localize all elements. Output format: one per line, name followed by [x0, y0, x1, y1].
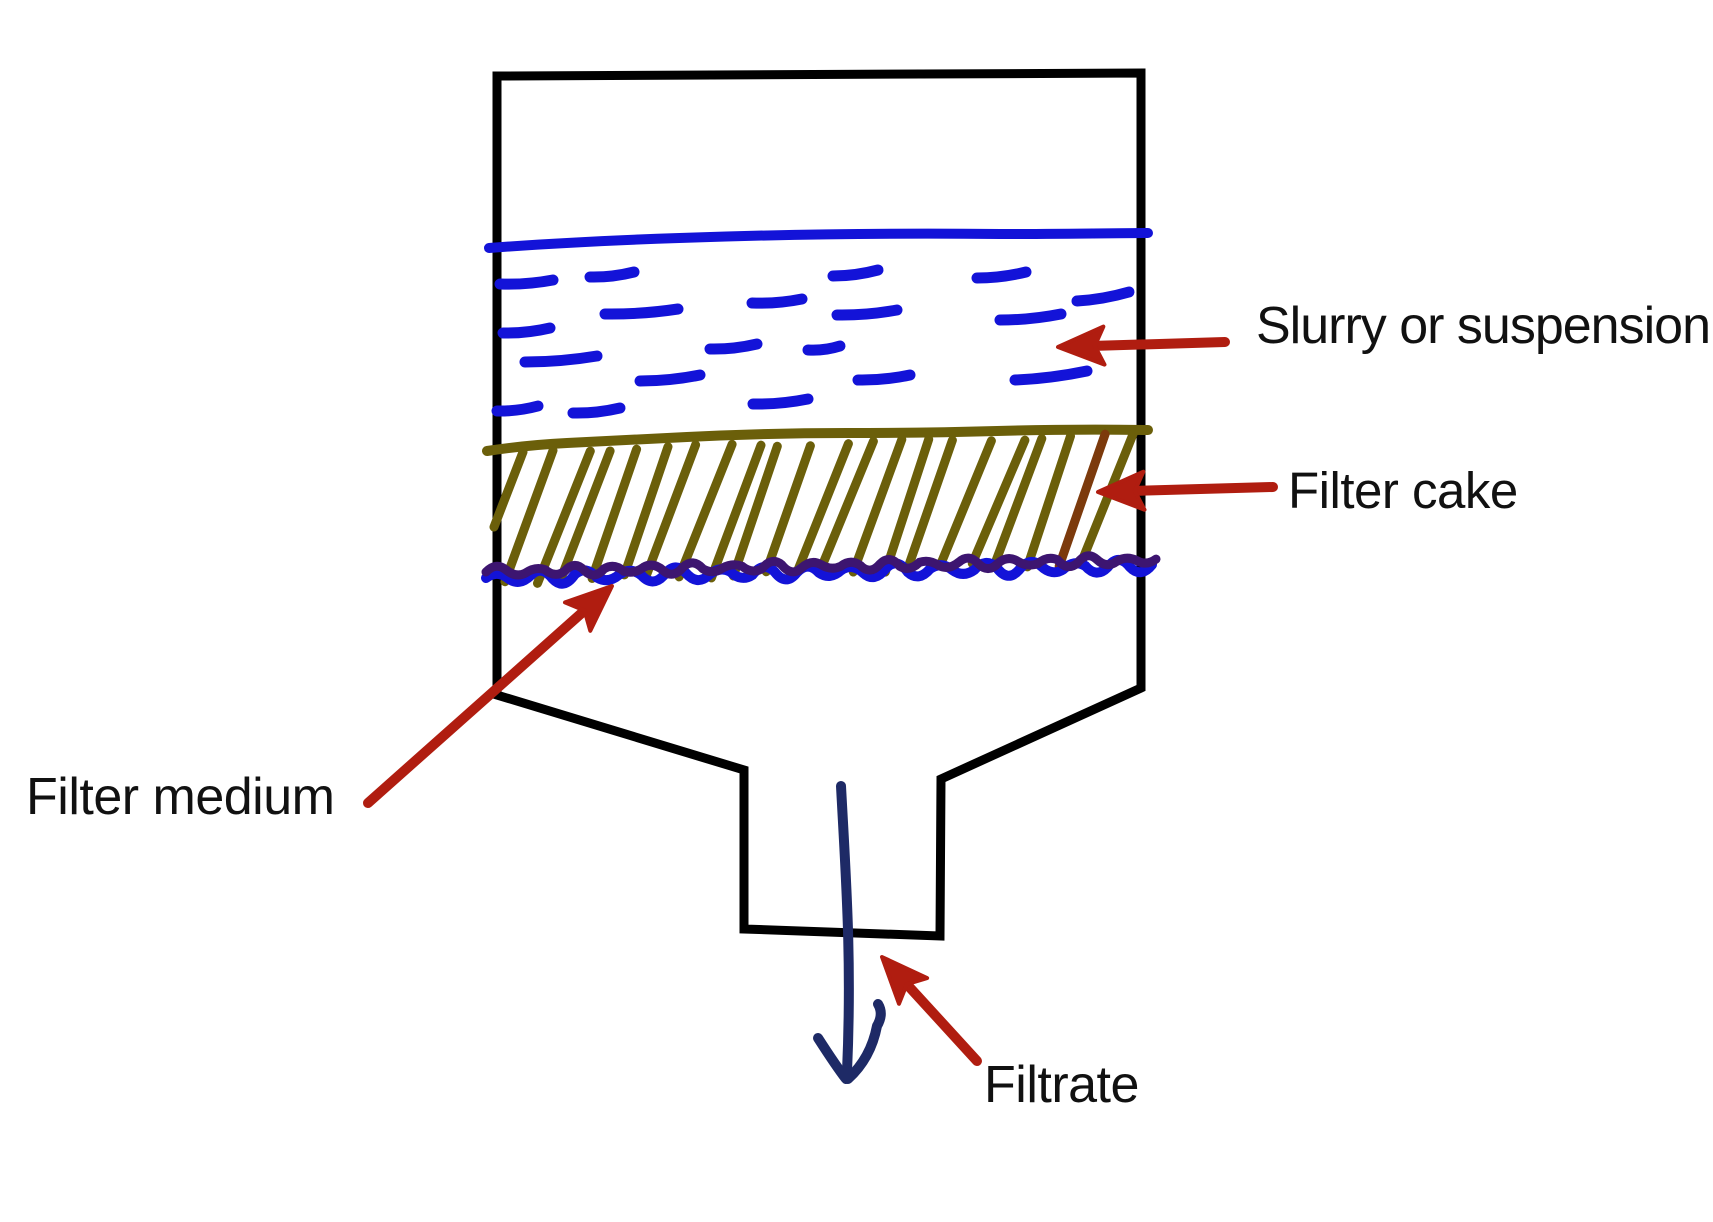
slurry-dash: [519, 350, 603, 368]
slurry-dash: [704, 338, 763, 355]
slurry-dash: [802, 340, 846, 356]
filter-cake-hatching: [489, 429, 1138, 588]
filter-medium-pointer-arrow: [363, 584, 614, 808]
slurry-dash: [831, 304, 903, 321]
slurry-dash: [1071, 286, 1135, 307]
label-slurry: Slurry or suspension: [1256, 297, 1710, 355]
slurry-dash: [497, 322, 556, 339]
slurry-dash: [1009, 365, 1093, 386]
hatch-stroke: [902, 435, 957, 574]
label-filtrate: Filtrate: [984, 1056, 1139, 1114]
hatch-stroke: [533, 446, 595, 588]
hatch-stroke: [642, 440, 701, 580]
slurry-dash: [584, 266, 640, 283]
hatch-stroke: [880, 434, 934, 577]
hatch-stroke: [619, 442, 673, 580]
hatch-stroke: [848, 435, 907, 577]
hatch-stroke: [706, 440, 766, 583]
hatch-stroke: [728, 441, 782, 581]
slurry-dash: [567, 402, 626, 419]
hatch-stroke: [555, 446, 615, 587]
annotation-arrows: [363, 324, 1278, 1066]
slurry-dashes: [491, 264, 1135, 419]
hatch-stroke: [815, 436, 878, 575]
slurry-dash: [827, 264, 884, 282]
slurry-dash: [971, 266, 1032, 284]
hatch-stroke: [989, 434, 1047, 570]
filter-medium-squiggle: [481, 551, 1161, 589]
slurry-dash: [852, 369, 916, 386]
slurry-dash: [746, 293, 808, 309]
filter-cake-top-line: [482, 424, 1153, 456]
label-filter-cake: Filter cake: [1288, 462, 1518, 519]
slurry-dash: [599, 303, 684, 320]
slurry-dash: [994, 308, 1067, 326]
liquid-surface-line: [484, 228, 1153, 253]
filter-medium-scribble-purple: [481, 551, 1161, 580]
slurry-dash: [634, 369, 706, 387]
hatch-stroke: [489, 447, 528, 532]
filter-cake-pointer-arrow: [1096, 469, 1278, 512]
slurry-dash: [491, 400, 544, 417]
hatch-stroke: [587, 444, 642, 583]
hatch-stroke: [1022, 431, 1075, 572]
filtrate-flow-arrow: [813, 781, 886, 1084]
filtrate-pointer-arrow: [880, 955, 982, 1066]
hatch-stroke: [674, 439, 737, 582]
slurry-pointer-arrow: [1056, 324, 1230, 367]
slurry-dash: [494, 274, 559, 290]
hatch-stroke: [935, 436, 996, 570]
hatch-stroke: [500, 446, 558, 587]
hatch-stroke: [761, 441, 815, 577]
hatch-stroke: [1054, 429, 1110, 571]
label-filter-medium: Filter medium: [26, 768, 334, 826]
hatch-stroke: [793, 439, 853, 574]
hatch-stroke: [967, 435, 1030, 568]
slurry-dash: [747, 393, 814, 410]
hatch-stroke: [1076, 429, 1138, 568]
vessel-outline: [492, 68, 1146, 941]
